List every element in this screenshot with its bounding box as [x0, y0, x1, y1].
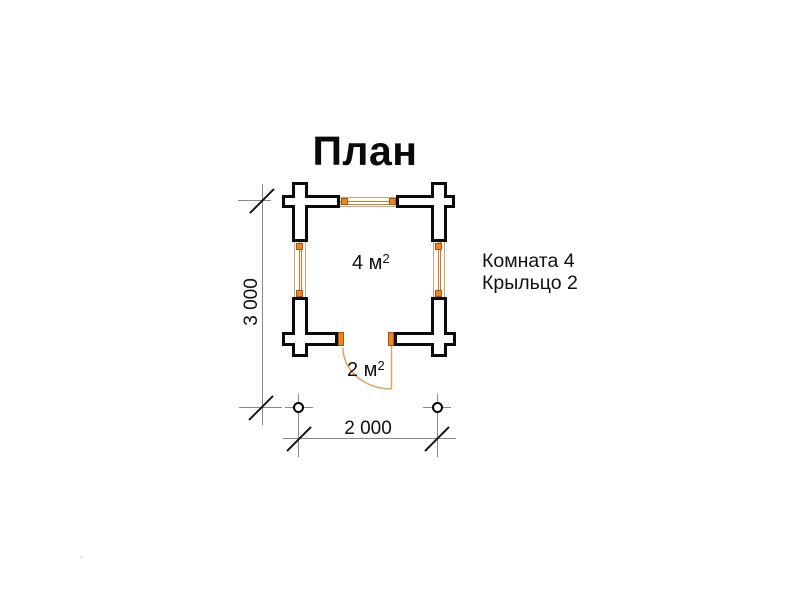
log-node [341, 198, 348, 205]
extension-line [238, 200, 271, 201]
dimension-line [283, 438, 456, 439]
extension-line [298, 394, 299, 457]
legend-porch: Крыльцо 2 [482, 272, 578, 294]
log-wall-core [340, 201, 397, 205]
legend-room: Комната 4 [482, 250, 575, 272]
image-artifact-dot [80, 556, 83, 558]
dimension-value-horizontal: 2 000 [344, 418, 392, 439]
log-wall-left [294, 242, 306, 298]
extension-line [437, 394, 438, 457]
room-area-label: 4 м2 [352, 251, 390, 274]
log-node [296, 290, 303, 297]
axis-circle-icon [432, 402, 443, 413]
door-swing-icon [342, 346, 393, 390]
porch-area-label: 2 м2 [347, 358, 385, 381]
log-wall-core [298, 242, 302, 298]
door-jamb-right [388, 332, 394, 346]
axis-circle-icon [293, 402, 304, 413]
legend: Комната 4 Крыльцо 2 [482, 250, 578, 294]
log-wall-core [437, 242, 441, 298]
log-wall-right [433, 242, 445, 298]
log-node [435, 243, 442, 250]
log-wall-top [340, 197, 397, 207]
door-jamb-left [338, 332, 344, 346]
log-node [389, 198, 396, 205]
page-title: План [312, 128, 418, 174]
log-node [296, 243, 303, 250]
dimension-line [262, 184, 263, 425]
log-node [435, 290, 442, 297]
dimension-value-vertical: 3 000 [241, 278, 262, 326]
